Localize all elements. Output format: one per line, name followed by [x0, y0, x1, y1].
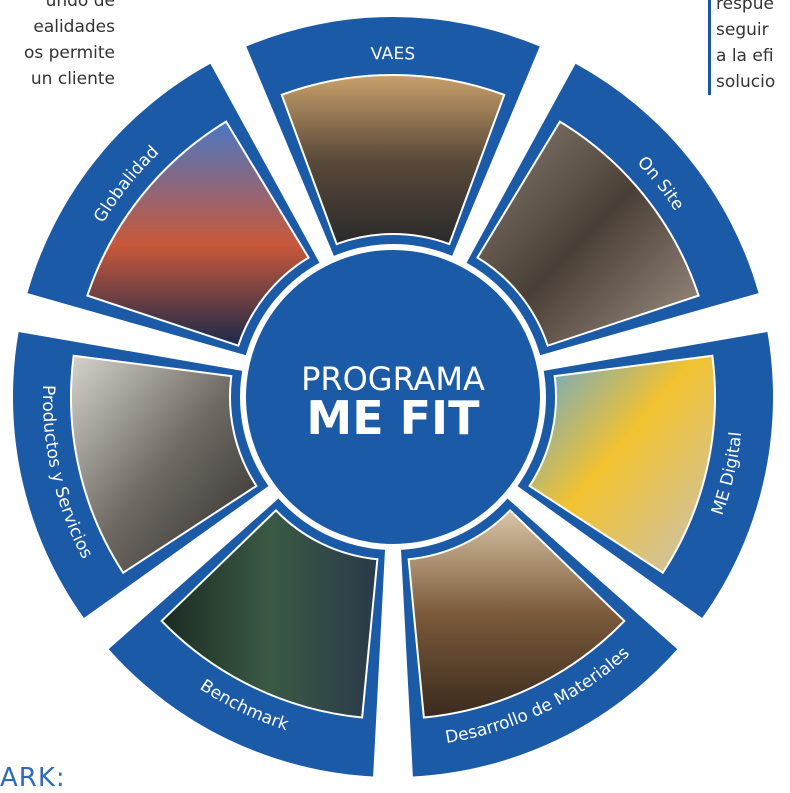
mill-liner-closeup-photo — [70, 354, 258, 575]
bottom-heading: ARK: — [0, 763, 66, 793]
right-paragraph: respue seguir a la efi solucio — [708, 0, 775, 95]
segment-benchmark[interactable]: Benchmark — [108, 496, 386, 777]
segment-productos-y-servicios[interactable]: Productos y Servicios — [12, 331, 271, 619]
center-title-line2: ME FIT — [306, 391, 480, 445]
right-line: solucio — [716, 72, 776, 92]
container-port-photo — [86, 120, 310, 347]
segment-vaes[interactable]: VAES — [246, 16, 540, 259]
segment-globalidad[interactable]: Globalidad — [27, 63, 321, 357]
center-title-line1: PROGRAMA — [301, 360, 485, 398]
left-line: un cliente — [30, 69, 115, 89]
segment-on-site[interactable]: On Site — [465, 63, 759, 357]
segment-label: VAES — [370, 44, 415, 65]
stock-chart-photo — [160, 508, 379, 719]
segment-me-digital[interactable]: ME Digital — [515, 331, 773, 619]
left-line: ealidades — [33, 17, 115, 37]
digital-mill-model-photo — [528, 354, 716, 575]
left-line: undo de — [45, 0, 115, 11]
foundry-pour-photo — [407, 508, 626, 719]
mill-interior-workers-photo — [476, 120, 700, 347]
center-disc — [240, 244, 546, 550]
right-line: a la efi — [716, 46, 774, 66]
right-line: seguir — [716, 20, 769, 40]
left-paragraph: undo de ealidades os permite un cliente — [24, 0, 115, 92]
workers-in-hardhats-photo — [280, 74, 506, 246]
left-line: os permite — [23, 43, 115, 63]
right-line: respue — [716, 0, 774, 14]
